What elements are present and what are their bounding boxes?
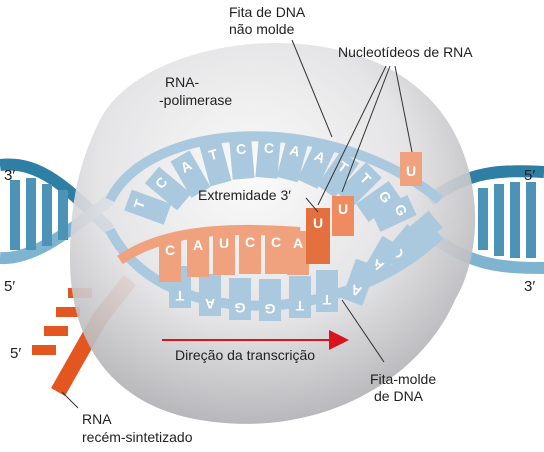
free-nucleotide-2-letter: U — [406, 163, 416, 179]
free-nucleotide-1-letter: U — [338, 201, 348, 217]
rna-in-bubble-letter-0: C — [165, 242, 175, 258]
transcription-direction-label: Direção da transcrição — [175, 347, 315, 363]
new-rna-label-1: RNA — [82, 411, 112, 427]
template-bottom-base-1: A — [199, 274, 221, 316]
template-bottom-base-5: T — [316, 270, 338, 312]
non-template-top-base-0: T — [124, 189, 172, 225]
rna-in-bubble-letter-3: C — [245, 234, 255, 250]
non-template-top-base-7: A — [297, 141, 335, 189]
non-template-strand-label-2: não molde — [229, 21, 295, 37]
rna-polymerase-label-2: -polimerase — [159, 92, 232, 108]
rna-in-bubble-letter-4: C — [271, 234, 281, 250]
rna-in-bubble-base-5: A — [287, 231, 309, 275]
non-template-right-base-0: G — [355, 180, 402, 222]
rna-in-bubble-letter-2: U — [219, 235, 229, 251]
rna-in-bubble-base-0: C — [159, 238, 181, 282]
template-bottom-letter-1: A — [205, 296, 215, 312]
non-template-top-base-1: C — [144, 166, 192, 211]
non-template-top-letter-5: C — [263, 140, 274, 157]
template-strand-label-1: Fita-molde — [370, 371, 436, 387]
template-bottom-letter-3: G — [264, 301, 275, 317]
rna-polymerase-label-1: RNA- — [165, 74, 200, 90]
template-bottom-letter-0: T — [175, 288, 184, 304]
template-bottom-base-2: G — [229, 278, 251, 320]
non-template-top-letter-6: A — [288, 142, 302, 160]
free-nucleotide-1: U — [332, 196, 354, 236]
rna-3prime-base: U — [306, 208, 330, 264]
free-nucleotide-2: U — [400, 152, 422, 186]
non-template-top-letter-4: C — [235, 141, 246, 158]
template-backbone — [105, 227, 444, 311]
rna-in-bubble-base-3: C — [239, 230, 261, 274]
three-prime-end-label: Extremidade 3′ — [198, 187, 291, 203]
template-bottom-letter-2: G — [234, 300, 245, 316]
rna-in-bubble-base-4: C — [265, 230, 287, 274]
template-bottom-base-4: T — [289, 276, 311, 318]
rna-3prime-base-letter: U — [313, 215, 323, 231]
non-template-top-base-5: C — [255, 135, 281, 179]
non-template-right-base-1: G — [371, 195, 417, 232]
non-template-top-base-3: T — [199, 140, 232, 187]
rna-5prime-end: 5′ — [10, 345, 21, 362]
template-bottom-letter-4: T — [295, 298, 304, 314]
leader-lines — [61, 39, 413, 409]
rna-in-bubble-letter-5: A — [293, 235, 303, 251]
template-bottom-base-6: A — [341, 258, 377, 306]
template-strand-label-2: de DNA — [374, 388, 424, 404]
dna-top-right-end: 5′ — [524, 167, 535, 184]
non-template-right-bases: GG — [355, 180, 417, 232]
rna-in-bubble-base-1: A — [187, 233, 209, 277]
rna-in-bubble-base-2: U — [213, 231, 235, 275]
dna-top-left-end: 3′ — [4, 167, 15, 184]
template-bottom-letter-5: T — [322, 292, 331, 308]
non-template-top-base-6: A — [276, 136, 309, 183]
dna-bottom-left-end: 5′ — [4, 278, 15, 295]
rna-nucleotides-label: Nucleotídeos de RNA — [338, 44, 473, 60]
template-right-bases: CCA — [362, 210, 443, 282]
template-bottom-base-3: G — [259, 279, 281, 321]
new-rna-label-2: recém-sintetizado — [82, 429, 193, 445]
dna-bottom-right-end: 3′ — [524, 278, 535, 295]
rna-in-bubble-letter-1: A — [193, 237, 203, 253]
non-template-strand-label-1: Fita de DNA — [229, 4, 306, 20]
non-template-top-base-2: A — [170, 150, 211, 198]
non-template-top-base-4: C — [229, 136, 255, 180]
